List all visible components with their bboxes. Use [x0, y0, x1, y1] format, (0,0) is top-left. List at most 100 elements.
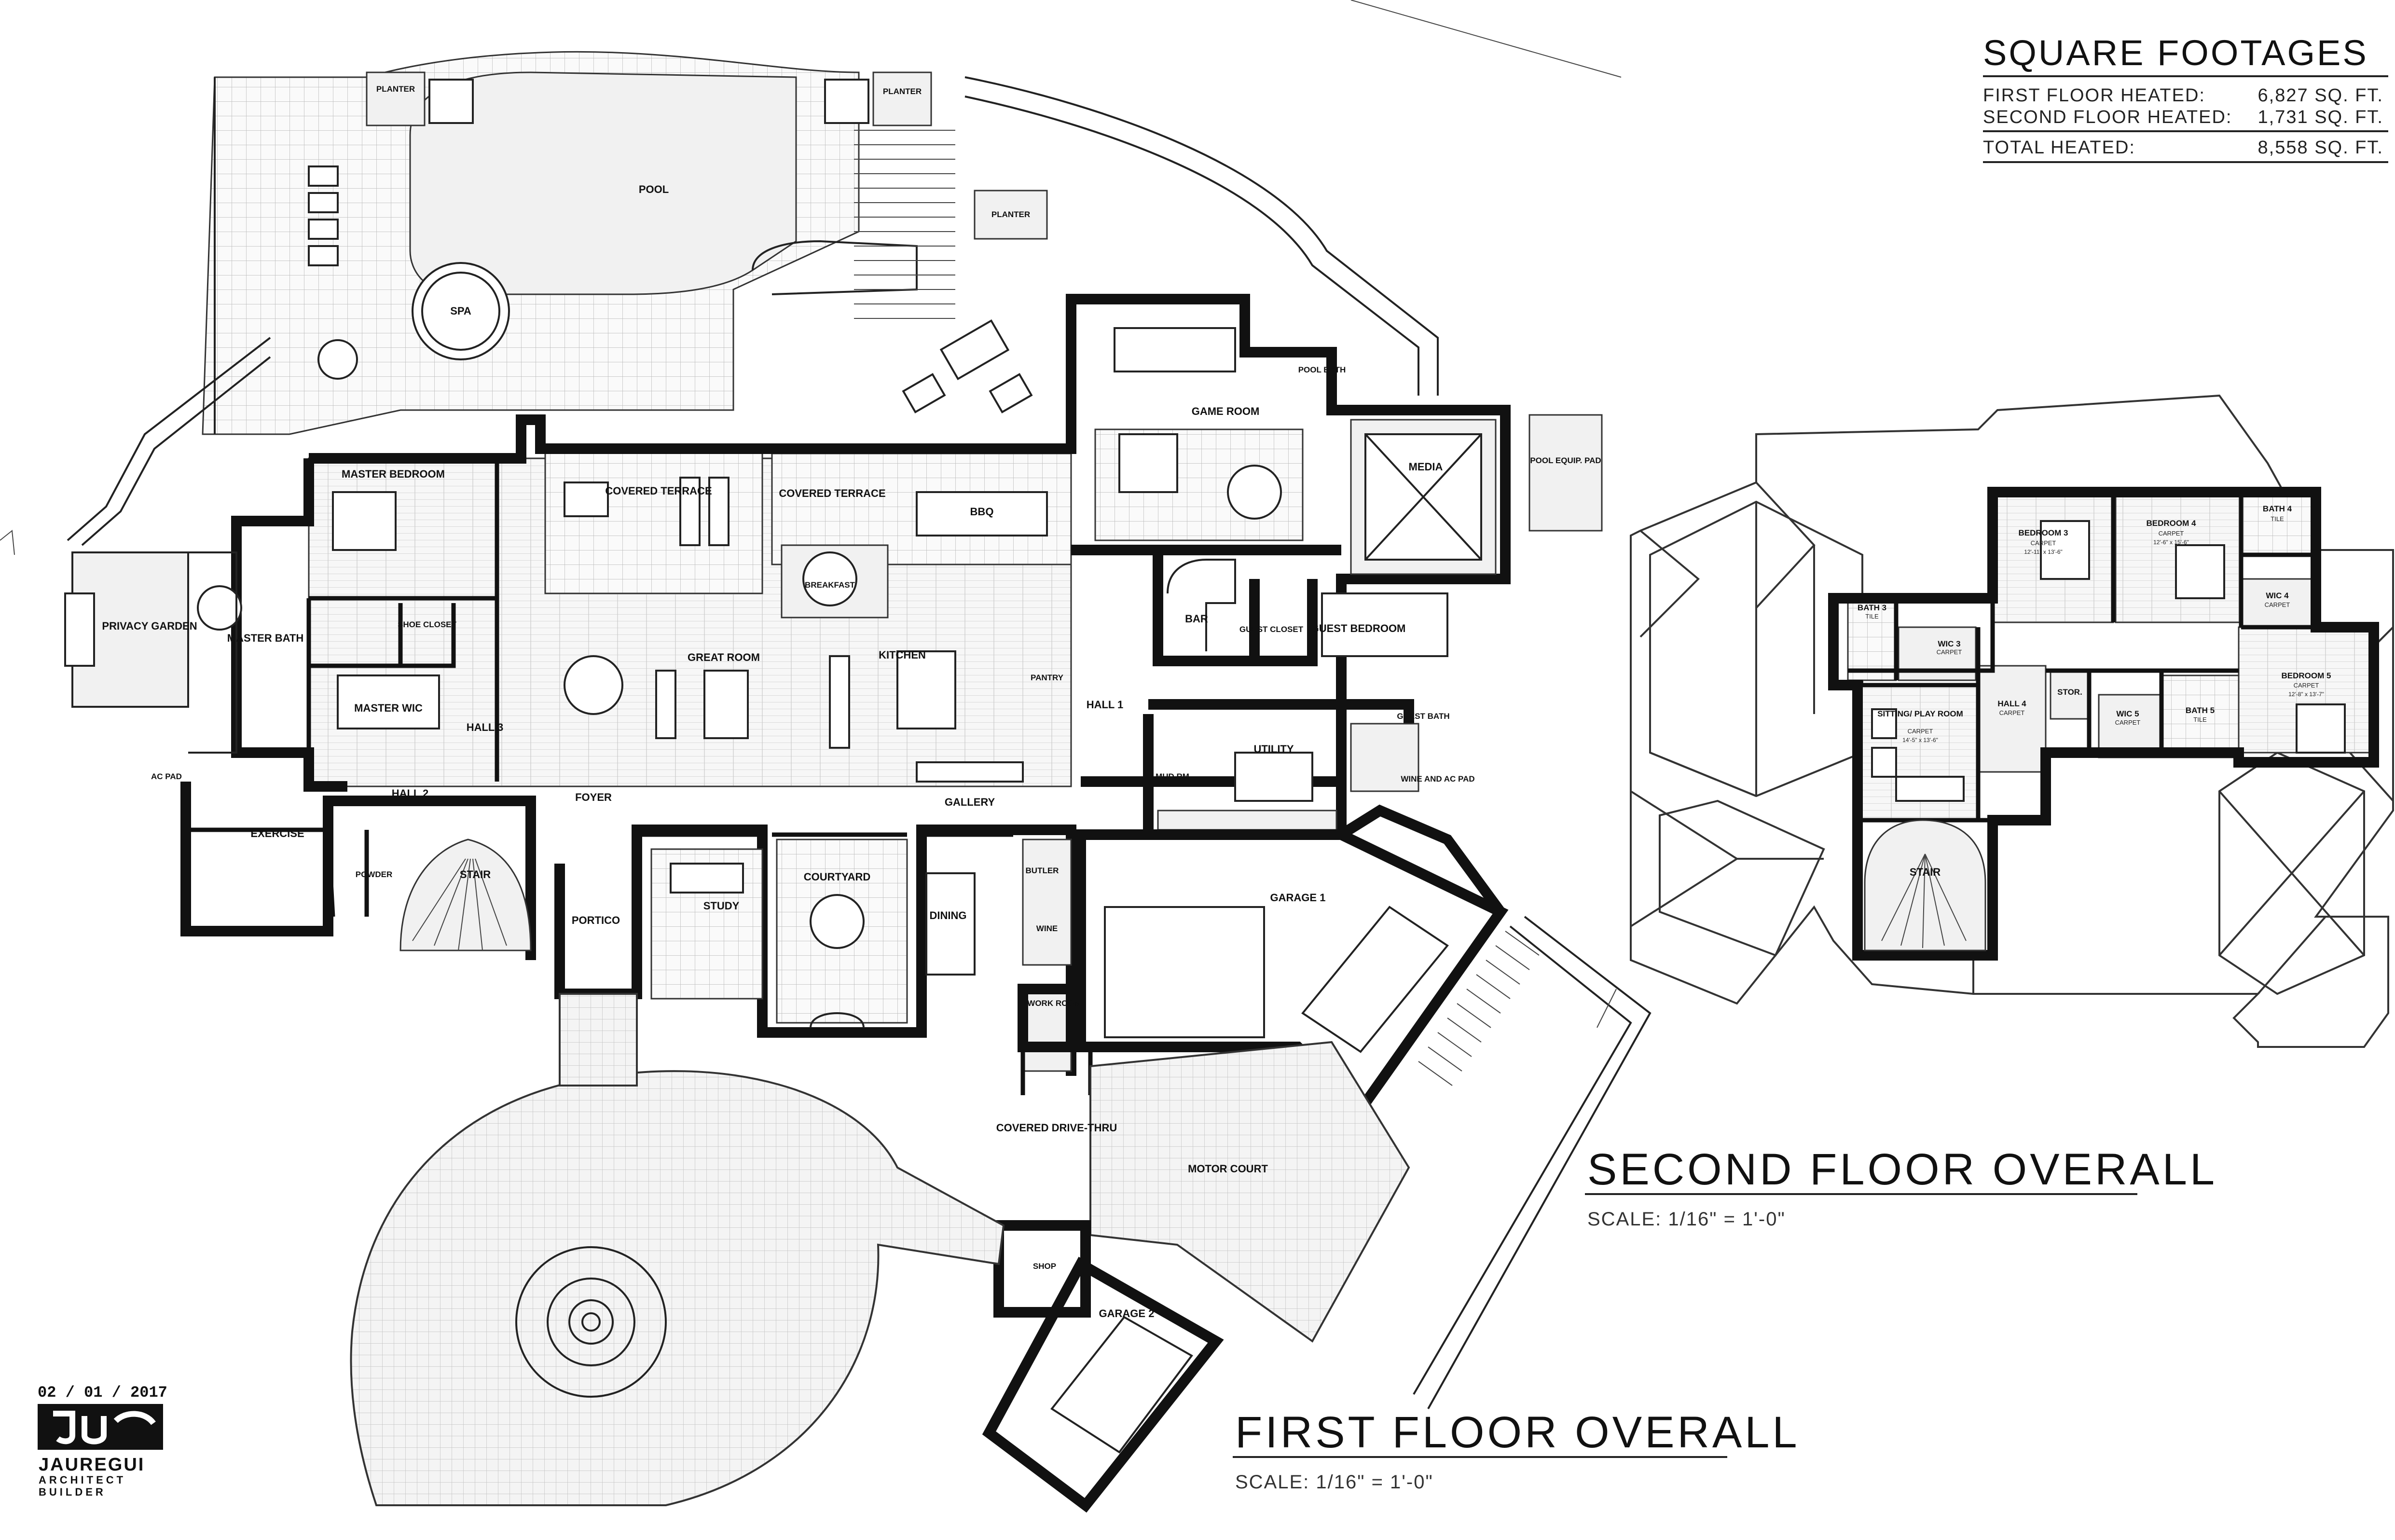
label-covered-terrace-2: COVERED TERRACE	[779, 487, 885, 499]
label-guest-closet: GUEST CLOSET	[1239, 625, 1304, 634]
label-hall-4: HALL 4	[1997, 699, 2026, 708]
fin-hall-4: CARPET	[1999, 709, 2025, 716]
label-dining: DINING	[930, 909, 967, 921]
square-footage-table: SQUARE FOOTAGES FIRST FLOOR HEATED: 6,82…	[1983, 33, 2388, 163]
dim-bedroom-3: 12'-11" x 13'-6"	[2024, 549, 2063, 555]
label-hall-1: HALL 1	[1087, 699, 1124, 711]
second-floor-title: SECOND FLOOR OVERALL	[1587, 1145, 2217, 1194]
fin-sitting: CARPET	[1908, 728, 1933, 735]
fin-bath-5: TILE	[2193, 716, 2207, 723]
first-floor-heated-value: 6,827 SQ. FT.	[2258, 85, 2383, 106]
drawing-date: 02 / 01 / 2017	[38, 1384, 167, 1402]
label-shop: SHOP	[1033, 1262, 1056, 1271]
label-privacy-garden: PRIVACY GARDEN	[102, 620, 197, 632]
label-planter-2: PLANTER	[883, 87, 922, 96]
label-planter-1: PLANTER	[376, 84, 415, 94]
total-heated-value: 8,558 SQ. FT.	[2258, 138, 2383, 158]
label-hall-2: HALL 2	[392, 787, 429, 799]
auto-court-paving	[350, 1070, 1005, 1506]
stair-second-floor	[1864, 819, 1986, 951]
label-bedroom-5: BEDROOM 5	[2282, 671, 2331, 680]
label-bedroom-4: BEDROOM 4	[2147, 519, 2197, 528]
label-guest-bedroom: GUEST BEDROOM	[1311, 622, 1406, 634]
jauregui-logo-mark	[38, 1404, 163, 1450]
label-garage-2: GARAGE 2	[1099, 1307, 1155, 1320]
second-floor-plan: BEDROOM 3 CARPET 12'-11" x 13'-6" BEDROO…	[1585, 394, 2394, 1230]
label-breakfast: BREAKFAST	[805, 580, 855, 590]
label-powder: POWDER	[356, 870, 393, 879]
fin-wic-3: CARPET	[1937, 648, 1962, 656]
fin-bedroom-4: CARPET	[2159, 530, 2184, 537]
label-courtyard: COURTYARD	[804, 871, 871, 883]
label-utility: UTILITY	[1253, 743, 1294, 755]
label-wic-4: WIC 4	[2266, 591, 2289, 600]
fin-bath-4: TILE	[2271, 515, 2284, 522]
spa-circle	[412, 262, 510, 360]
square-footage-heading: SQUARE FOOTAGES	[1983, 33, 2368, 73]
second-floor-heated-label: SECOND FLOOR HEATED:	[1983, 107, 2232, 127]
label-bar: BAR	[1185, 613, 1208, 625]
label-bath-3: BATH 3	[1858, 603, 1886, 612]
label-stair-2: STAIR	[1910, 866, 1941, 878]
label-kitchen: KITCHEN	[879, 649, 926, 661]
label-shoe-closet: SHOE CLOSET	[398, 620, 456, 629]
label-sitting-play-room: SITTING/ PLAY ROOM	[1877, 709, 1963, 718]
label-foyer: FOYER	[575, 791, 612, 803]
first-floor-plan: PLANTER PLANTER PLANTER POOL SPA POOL BA…	[64, 51, 1800, 1513]
dim-bedroom-4: 12'-6" x 15'-6"	[2153, 539, 2189, 546]
label-stair-1: STAIR	[460, 868, 491, 880]
label-pool: POOL	[639, 183, 669, 195]
label-wic-3: WIC 3	[1938, 639, 1960, 648]
fin-bedroom-3: CARPET	[2031, 539, 2056, 547]
label-bbq: BBQ	[970, 506, 994, 518]
label-planter-3: PLANTER	[991, 210, 1030, 219]
label-mud-rm: MUD RM	[1156, 772, 1189, 781]
fin-bath-3: TILE	[1865, 613, 1879, 620]
dim-sitting: 14'-5" x 13'-6"	[1902, 737, 1938, 743]
label-bath-5: BATH 5	[2186, 706, 2215, 715]
label-bath-4: BATH 4	[2263, 504, 2292, 513]
second-floor-scale: SCALE: 1/16" = 1'-0"	[1587, 1209, 1786, 1230]
label-master-bath: MASTER BATH	[227, 632, 303, 644]
label-hall-3: HALL 3	[467, 721, 504, 733]
label-wine-ac-pad: WINE AND AC PAD	[1401, 774, 1474, 784]
label-pool-equip: POOL EQUIP. PAD	[1530, 456, 1601, 465]
fin-wic-4: CARPET	[2265, 601, 2290, 608]
label-exercise: EXERCISE	[250, 827, 304, 839]
firm-sub-builder: BUILDER	[39, 1486, 106, 1498]
label-game-room: GAME ROOM	[1192, 405, 1260, 417]
label-guest-bath: GUEST BATH	[1397, 712, 1449, 721]
label-wine: WINE	[1036, 924, 1058, 933]
architect-title-block: 02 / 01 / 2017 JAUREGUI ARCHITECT BUILDE…	[38, 1384, 167, 1498]
first-floor-title: FIRST FLOOR OVERALL	[1235, 1408, 1800, 1457]
label-wic-5: WIC 5	[2116, 709, 2139, 718]
label-media: MEDIA	[1409, 461, 1443, 473]
dim-bedroom-5: 12'-8" x 13'-7"	[2288, 691, 2324, 698]
label-pool-bath: POOL BATH	[1298, 365, 1346, 374]
label-covered-terrace-1: COVERED TERRACE	[605, 485, 712, 497]
label-great-room: GREAT ROOM	[688, 651, 760, 663]
first-floor-heated-label: FIRST FLOOR HEATED:	[1983, 85, 2205, 106]
second-floor-heated-value: 1,731 SQ. FT.	[2258, 107, 2383, 127]
total-heated-label: TOTAL HEATED:	[1983, 138, 2135, 158]
firm-sub-architect: ARCHITECT	[39, 1474, 126, 1486]
label-ac-pad: AC PAD	[151, 772, 182, 781]
label-study: STUDY	[703, 900, 740, 912]
label-pantry: PANTRY	[1031, 673, 1064, 682]
label-garage-1: GARAGE 1	[1270, 892, 1326, 904]
label-portico: PORTICO	[572, 914, 620, 926]
label-master-bedroom: MASTER BEDROOM	[342, 468, 445, 480]
fin-wic-5: CARPET	[2115, 719, 2141, 726]
label-spa: SPA	[450, 305, 471, 317]
label-motor-court: MOTOR COURT	[1188, 1163, 1268, 1175]
label-stor: STOR.	[2057, 688, 2082, 697]
fin-bedroom-5: CARPET	[2294, 682, 2319, 689]
firm-name: JAUREGUI	[39, 1455, 145, 1475]
label-covered-drive-thru: COVERED DRIVE-THRU	[996, 1122, 1117, 1134]
label-work-room: WORK ROOM	[1027, 999, 1081, 1008]
first-floor-scale: SCALE: 1/16" = 1'-0"	[1235, 1471, 1433, 1493]
label-butler: BUTLER	[1026, 866, 1059, 875]
label-master-wic: MASTER WIC	[354, 702, 423, 714]
label-bedroom-3: BEDROOM 3	[2019, 528, 2068, 537]
